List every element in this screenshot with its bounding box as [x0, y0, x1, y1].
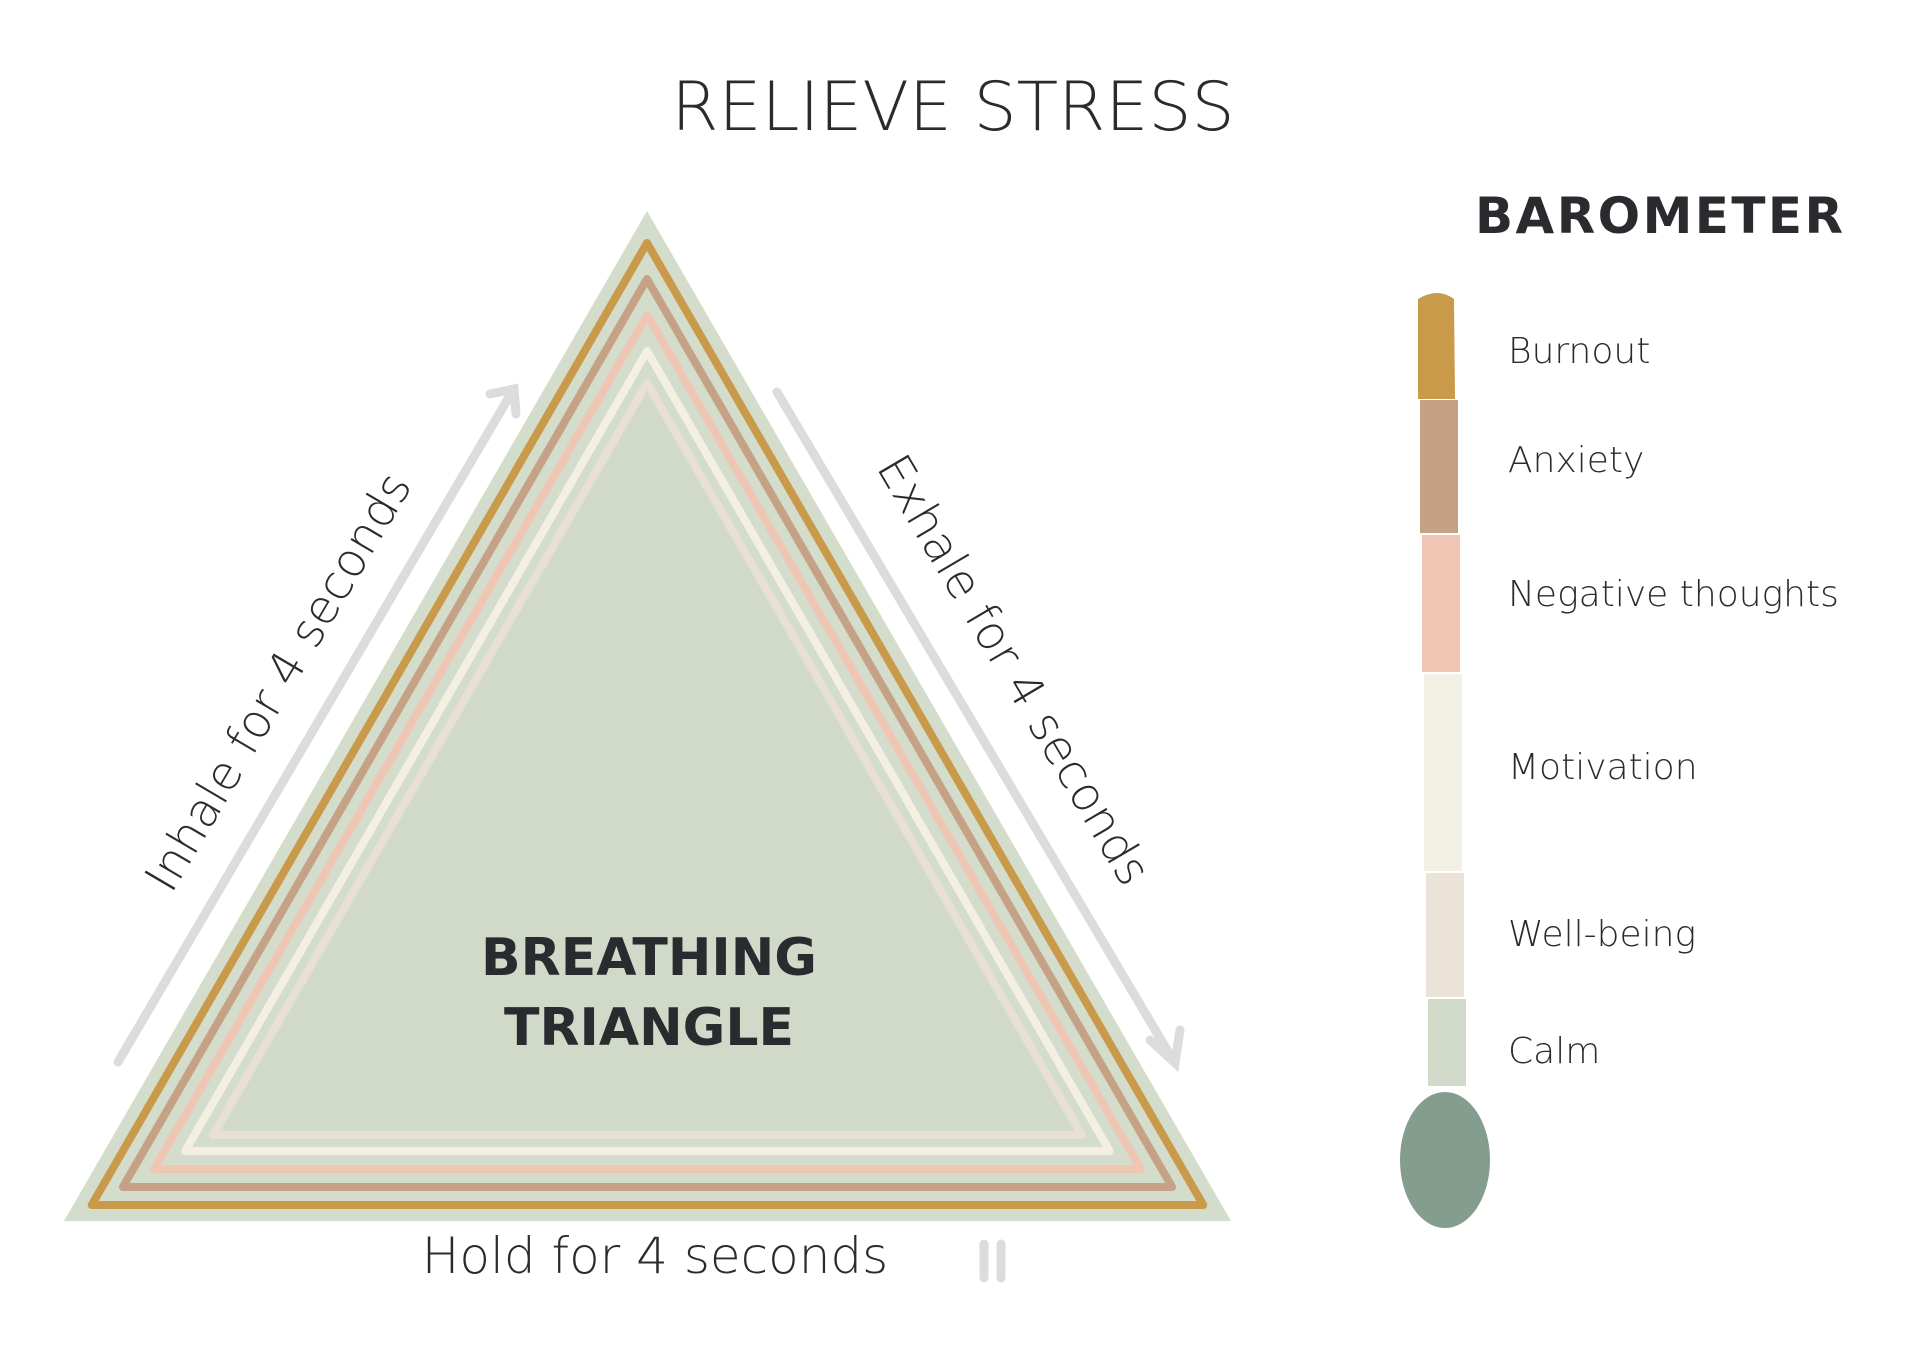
triangle-band	[209, 379, 1086, 1139]
hold-label: Hold for 4 seconds	[422, 1227, 888, 1285]
barometer-label: Calm	[1508, 1031, 1600, 1072]
triangle-band	[118, 275, 1177, 1191]
page-title: RELIEVE STRESS	[671, 68, 1234, 147]
triangle-band	[181, 347, 1114, 1155]
barometer-label: Burnout	[1508, 331, 1650, 372]
inhale-arrow-icon	[113, 383, 521, 1067]
barometer-segment-calm	[1428, 999, 1466, 1086]
barometer-segment-anxiety	[1420, 400, 1458, 533]
barometer-label: Anxiety	[1508, 440, 1644, 481]
triangle-band	[87, 239, 1208, 1209]
barometer-segment-well-being	[1426, 873, 1464, 997]
pause-icon	[979, 1239, 1006, 1283]
barometer-label: Negative thoughts	[1508, 574, 1839, 615]
barometer-segment-motivation	[1424, 674, 1462, 871]
triangle-fill	[221, 393, 1074, 1130]
barometer-label: Motivation	[1508, 747, 1698, 788]
barometer-segment-negative-thoughts	[1422, 535, 1460, 672]
triangle-title-line2: TRIANGLE	[504, 998, 794, 1058]
barometer-thermometer	[1400, 293, 1490, 1228]
triangle-band	[150, 311, 1145, 1173]
breathing-triangle	[64, 211, 1231, 1221]
exhale-arrow-icon	[772, 387, 1185, 1073]
barometer-bulb	[1400, 1092, 1490, 1228]
barometer-segment-burnout	[1418, 293, 1455, 399]
triangle-title-line1: BREATHING	[481, 928, 817, 988]
barometer-label: Well-being	[1508, 914, 1696, 955]
barometer-title: BAROMETER	[1475, 187, 1843, 245]
